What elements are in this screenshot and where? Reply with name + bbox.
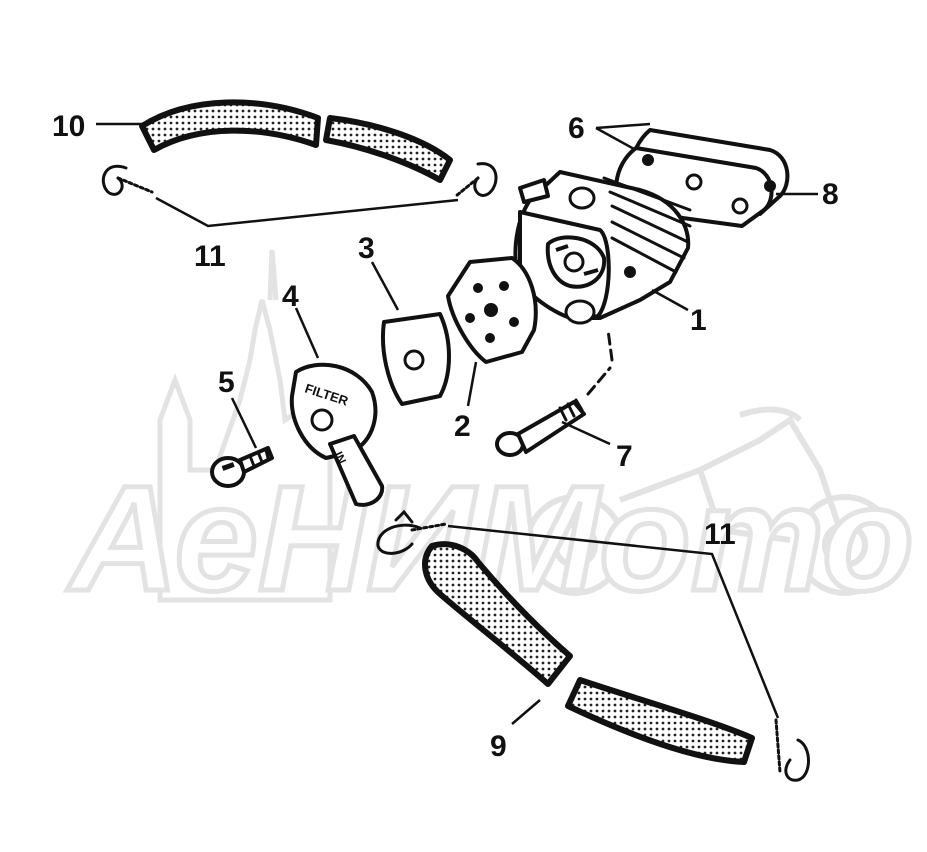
part-10-fuel-line-upper (139, 99, 453, 183)
part-9-fuel-line-lower (422, 541, 755, 765)
part-11-clamp-lower-left (376, 509, 448, 555)
part-7-mounting-bolt (495, 328, 614, 457)
callout-11-lower: 11 (704, 518, 736, 551)
callout-2: 2 (454, 410, 471, 443)
leader-4 (294, 307, 320, 359)
leader-11-upper (155, 196, 459, 228)
leader-7 (561, 420, 611, 446)
part-4-filter-cap: FILTER IN (289, 362, 385, 507)
callout-7: 7 (616, 440, 633, 473)
part-2-diaphragm-gasket (446, 256, 538, 364)
leader-1 (651, 288, 689, 312)
leader-11-lower (447, 524, 780, 719)
part-11-clamp-lower-right (774, 718, 810, 782)
leader-9 (511, 699, 541, 725)
part-11-clamp-upper-right (454, 162, 498, 198)
callout-8: 8 (822, 178, 839, 211)
callout-11-upper: 11 (194, 240, 226, 273)
callout-10: 10 (52, 110, 85, 143)
filter-tube-label: IN (331, 449, 349, 466)
part-1-fuel-pump-body (513, 170, 692, 325)
leader-6b (595, 126, 637, 152)
callouts: 10 6 8 11 3 4 1 5 2 7 11 9 (52, 110, 839, 763)
leader-2 (466, 361, 478, 407)
part-3-filter-screen (380, 312, 451, 406)
callout-1: 1 (690, 304, 707, 337)
leader-5 (230, 397, 258, 449)
leader-3 (370, 261, 400, 311)
callout-5: 5 (218, 366, 235, 399)
leader-lines (96, 122, 818, 725)
part-5-cap-screw (210, 446, 274, 488)
callout-9: 9 (490, 730, 507, 763)
callout-6: 6 (568, 112, 585, 145)
leader-6a (595, 122, 651, 130)
callout-3: 3 (358, 232, 375, 265)
callout-4: 4 (282, 280, 299, 313)
part-11-clamp-upper-left (102, 164, 154, 196)
